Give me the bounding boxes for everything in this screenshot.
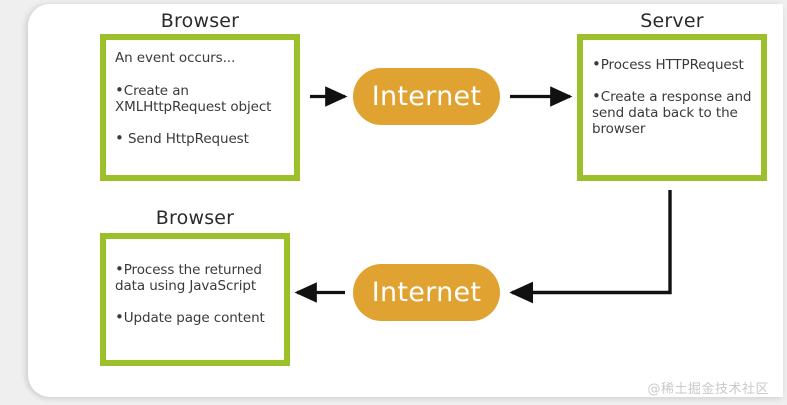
- bullet-icon: •: [115, 129, 124, 147]
- bullet-icon: •: [115, 260, 124, 278]
- title-server: Server: [640, 10, 704, 32]
- browser-top-bullet-2: • Send HttpRequest: [115, 130, 285, 147]
- server-box: •Process HTTPRequest •Create a response …: [577, 34, 767, 181]
- browser-top-box-content: An event occurs... •Create an XMLHttpReq…: [106, 40, 294, 175]
- server-bullet-2: •Create a response and send data back to…: [592, 88, 752, 137]
- browser-bottom-box: •Process the returned data using JavaScr…: [100, 233, 290, 366]
- browser-top-box: An event occurs... •Create an XMLHttpReq…: [100, 34, 300, 181]
- bullet-icon: •: [115, 81, 124, 99]
- title-browser-bottom: Browser: [155, 207, 235, 229]
- server-bullet-1-line-1: Process HTTPRequest: [600, 57, 744, 73]
- bullet-icon: •: [592, 87, 601, 105]
- server-bullet-1: •Process HTTPRequest: [592, 56, 752, 73]
- browser-top-bullet-1: •Create an XMLHttpRequest object: [115, 82, 285, 115]
- browser-bottom-bullet-1-line-1: Process the returned: [123, 262, 262, 278]
- browser-top-bullet-2-line-1: Send HttpRequest: [127, 131, 249, 147]
- watermark: @稀土掘金技术社区: [647, 382, 769, 397]
- server-box-content: •Process HTTPRequest •Create a response …: [583, 40, 761, 175]
- server-bullet-2-line-1: Create a response and: [600, 89, 752, 105]
- browser-bottom-box-content: •Process the returned data using JavaScr…: [106, 239, 284, 360]
- browser-bottom-bullet-2: •Update page content: [115, 309, 275, 326]
- browser-bottom-bullet-2-line-1: Update page content: [123, 310, 265, 326]
- browser-top-intro: An event occurs...: [115, 50, 236, 66]
- internet-node-top: Internet: [353, 68, 500, 125]
- server-bullet-2-line-3: browser: [592, 121, 646, 137]
- browser-bottom-bullet-1: •Process the returned data using JavaScr…: [115, 261, 275, 294]
- bullet-icon: •: [592, 55, 601, 73]
- internet-node-bottom: Internet: [353, 264, 500, 321]
- browser-top-bullet-1-line-2: XMLHttpRequest object: [115, 99, 272, 115]
- title-browser-top: Browser: [160, 10, 240, 32]
- browser-bottom-bullet-1-line-2: data using JavaScript: [115, 278, 257, 294]
- bullet-icon: •: [115, 308, 124, 326]
- browser-top-bullet-1-line-1: Create an: [123, 83, 189, 99]
- server-bullet-2-line-2: send data back to the: [592, 105, 738, 121]
